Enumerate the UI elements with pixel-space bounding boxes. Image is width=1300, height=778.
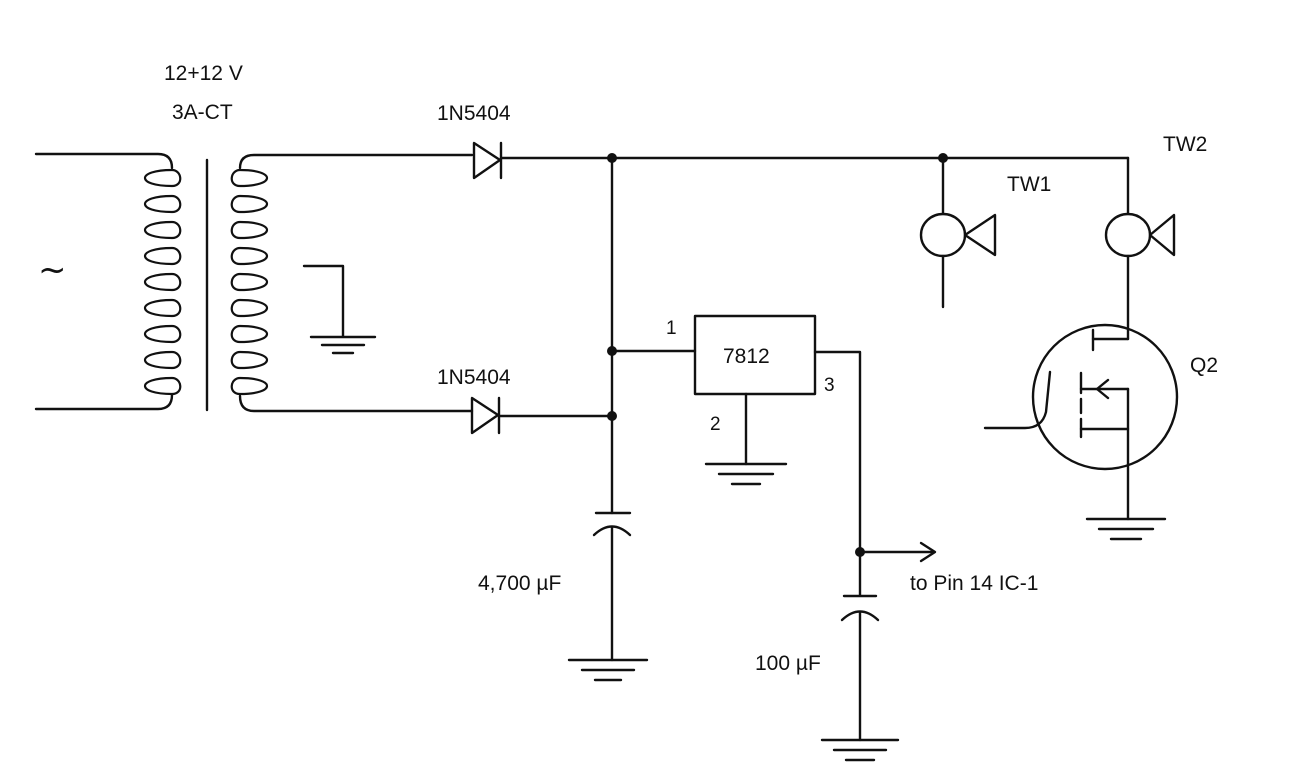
arrow-right-icon: [919, 541, 937, 563]
diode-icon: [472, 141, 502, 180]
primary-coil: [143, 168, 182, 396]
output-label: to Pin 14 IC-1: [910, 572, 1038, 595]
tw1-label: TW1: [1007, 173, 1051, 196]
transformer: ~ 12+12 V 3A-CT: [34, 62, 474, 413]
center-tap-wire: [302, 264, 345, 338]
transformer-rating-label: 3A-CT: [172, 101, 233, 124]
diode-icon: [470, 396, 500, 435]
junction-dot: [607, 411, 617, 421]
regulator-pin-in: 1: [666, 318, 677, 339]
filter-capacitor-label: 4,700 µF: [478, 572, 561, 595]
output-to-ic: to Pin 14 IC-1: [858, 541, 1038, 595]
primary-lead-top: [34, 152, 174, 170]
output-capacitor: 100 µF: [755, 594, 900, 762]
ground-icon: [1085, 517, 1167, 541]
q2-label: Q2: [1190, 354, 1218, 377]
supply-bus: [607, 153, 1130, 515]
speaker-icon: [1104, 212, 1152, 258]
regulator-pin-gnd: 2: [710, 414, 721, 435]
tweeter-tw2: TW2: [1104, 133, 1207, 341]
ground-icon: [820, 738, 900, 762]
tweeter-tw1: TW1: [919, 156, 1051, 309]
regulator-pin-out: 3: [824, 375, 835, 396]
secondary-coil: [230, 168, 269, 396]
regulator: 7812 1 2 3: [610, 314, 865, 597]
diode-bottom-label: 1N5404: [437, 366, 511, 389]
secondary-lead-top: [238, 153, 474, 170]
regulator-part-label: 7812: [723, 345, 770, 368]
regulator-body: [693, 314, 817, 396]
secondary-lead-bottom: [238, 394, 474, 413]
diode-bottom: 1N5404: [437, 366, 614, 435]
ground-icon: [567, 658, 649, 682]
transistor-body: [1031, 323, 1179, 471]
ground-icon: [704, 462, 788, 486]
output-capacitor-label: 100 µF: [755, 652, 821, 675]
primary-lead-bottom: [34, 393, 174, 411]
tw2-label: TW2: [1163, 133, 1207, 156]
filter-capacitor: 4,700 µF: [478, 511, 649, 682]
speaker-icon: [919, 212, 967, 258]
mosfet-q2: Q2: [983, 323, 1218, 541]
diode-top-label: 1N5404: [437, 102, 511, 125]
junction-dot: [607, 153, 617, 163]
ac-source-symbol: ~: [38, 250, 67, 290]
transformer-voltage-label: 12+12 V: [164, 62, 243, 85]
ground-icon: [309, 335, 377, 355]
diode-top: 1N5404: [437, 102, 614, 180]
